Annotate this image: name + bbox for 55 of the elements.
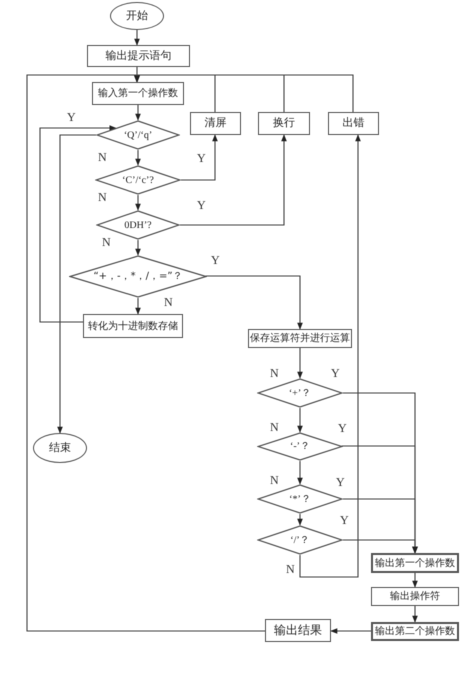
decision-diamond: ‘Q’/‘q’ [96,120,180,150]
arrow [180,134,287,226]
arrow [181,134,218,181]
process-box: 输入第一个操作数 [92,82,184,105]
process-box: 输出提示语句 [87,45,190,67]
edge-label: Y [196,152,207,164]
arrow [297,461,303,485]
edge-label: Y [330,367,341,379]
arrow [297,408,303,433]
terminal-ellipse: 开始 [110,2,164,30]
edge-label: N [97,151,108,163]
arrow [412,606,418,623]
edge-label: Y [196,199,207,211]
edge-label: N [285,563,296,575]
process-box: 出错 [328,112,379,135]
branch-label: N [269,367,280,379]
process-box: 换行 [258,112,310,135]
arrow [412,573,418,588]
arrow [135,240,141,256]
arrow [297,514,303,526]
decision-diamond: ‘-’？ [257,432,343,461]
arrow [39,125,116,323]
arrow [205,275,303,330]
edge-label: N [97,191,108,203]
arrow [135,195,141,211]
edge-label: Y [337,422,348,434]
process-box: 输出第一个操作数 [371,553,459,573]
arrow [343,539,418,554]
arrow [26,74,265,632]
edge-label: Y [210,254,221,266]
edge-label: Y [339,514,350,526]
arrow [135,150,141,166]
arrow [135,298,141,315]
process-box: 输出第二个操作数 [371,622,459,641]
arrow [134,30,140,46]
edge-label: N [269,474,280,486]
process-box: 输出操作符 [371,587,459,606]
edge-label: N [101,236,112,248]
arrow [297,348,303,379]
edge-label: Y [66,111,77,123]
decision-diamond: ‘+’？ [257,378,343,408]
decision-diamond: ‘/’？ [257,525,343,555]
process-box: 清屏 [190,112,241,135]
decision-diamond: “+，-，*，/，=”？ [69,255,207,298]
edge-label: N [269,421,280,433]
process-box: 转化为十进制数存储 [83,314,183,338]
arrow [57,134,96,434]
process-box: 输出结果 [265,619,331,642]
edge-label: Y [335,476,346,488]
arrow [330,628,371,634]
process-box: 保存运算符并进行运算 [248,329,352,348]
arrow [135,105,141,121]
edge-label: N [163,296,174,308]
terminal-ellipse: 结束 [33,433,87,463]
arrow [299,134,361,578]
